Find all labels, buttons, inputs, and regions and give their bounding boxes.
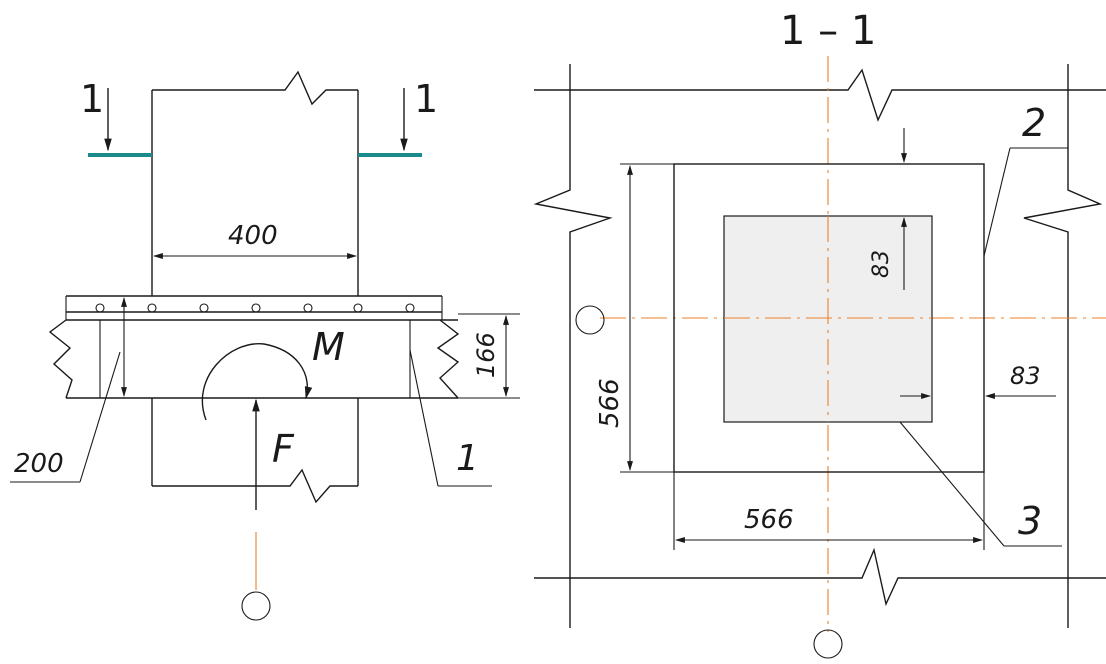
- slab: [48, 295, 460, 399]
- dimension-566-vertical: 566: [595, 163, 674, 473]
- dim-height-label: 566: [595, 378, 625, 428]
- moment-arrow: M: [201, 325, 345, 421]
- callout-1: 1: [409, 349, 492, 487]
- cut-label-left: 1: [80, 77, 104, 121]
- dimension-83-right: 83: [900, 362, 1056, 399]
- callout-2-label: 2: [1022, 101, 1046, 145]
- upper-break-line: [152, 70, 358, 106]
- dimension-83-top: 83: [869, 128, 907, 290]
- axis-bubble-horizontal: [575, 305, 605, 335]
- dim-width-label: 400: [228, 221, 278, 251]
- axis-bubble-left: [241, 591, 271, 621]
- upper-column: [151, 70, 359, 296]
- callout-3: 3: [899, 421, 1062, 547]
- left-break-line: [533, 64, 613, 628]
- dim-thickness-label: 166: [472, 332, 500, 378]
- slab-break-left: [48, 319, 73, 399]
- lower-column: [151, 398, 359, 504]
- dimension-166: 166: [458, 313, 520, 399]
- dimension-200: 200: [10, 297, 127, 483]
- top-break-line: [534, 68, 1106, 122]
- bottom-break-line: [534, 547, 1106, 607]
- dimension-400: 400: [153, 221, 357, 259]
- callout-1-label: 1: [456, 438, 479, 479]
- slab-break-right: [436, 319, 460, 399]
- moment-label: M: [312, 325, 345, 369]
- dim-top-offset-label: 83: [869, 250, 894, 278]
- right-break-line: [1023, 64, 1103, 628]
- dim-left-label: 200: [14, 449, 64, 479]
- axis-bubble-vertical: [813, 629, 843, 659]
- plan-section: 1 – 1 566 566: [533, 8, 1106, 659]
- cut-mark-left: 1: [80, 77, 152, 157]
- rebar-row: [95, 303, 415, 313]
- callout-3-label: 3: [1018, 499, 1042, 543]
- force-arrow: F: [252, 398, 295, 510]
- cut-mark-right: 1: [358, 77, 438, 157]
- lower-break-line: [152, 468, 358, 504]
- dim-width-label-plan: 566: [744, 505, 794, 535]
- force-label: F: [272, 427, 295, 471]
- side-section: 1 1 400: [10, 70, 520, 621]
- dimension-566-horizontal: 566: [673, 472, 985, 550]
- cut-label-right: 1: [414, 77, 438, 121]
- outer-plate: [673, 163, 985, 473]
- callout-2: 2: [983, 101, 1068, 257]
- left-axis-marker: [241, 532, 271, 621]
- section-title: 1 – 1: [780, 8, 876, 54]
- dim-right-offset-label: 83: [1010, 362, 1041, 390]
